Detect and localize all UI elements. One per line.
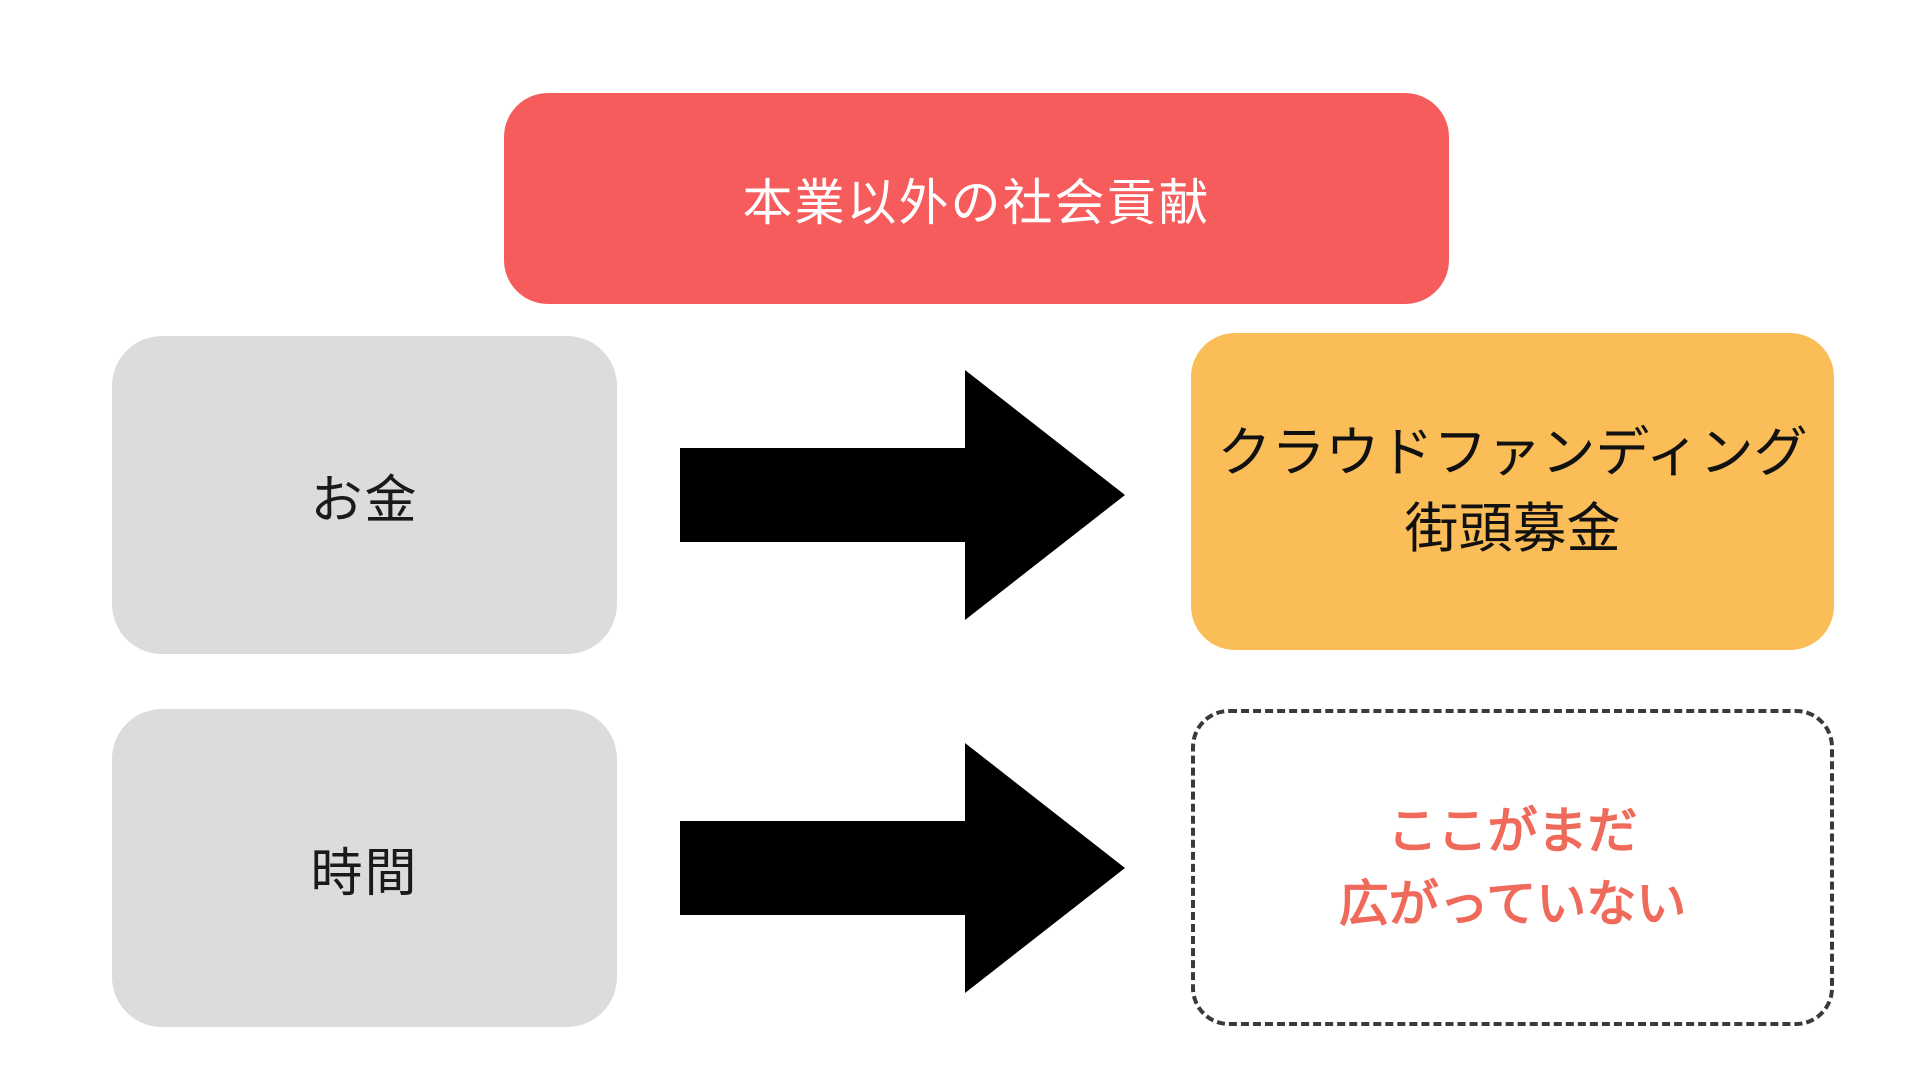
title-label: 本業以外の社会貢献 bbox=[742, 174, 1211, 231]
target-line: 広がっていない bbox=[1338, 875, 1687, 932]
source-box-money: お金 bbox=[112, 336, 617, 654]
source-box-time: 時間 bbox=[112, 709, 617, 1027]
target-line: ここがまだ bbox=[1387, 803, 1638, 859]
target-box-crowdfunding: クラウドファンディング 街頭募金 bbox=[1191, 333, 1834, 650]
right-arrow-icon bbox=[680, 370, 1125, 620]
source-label-money: お金 bbox=[310, 471, 419, 530]
target-line: 街頭募金 bbox=[1404, 498, 1621, 559]
title-box: 本業以外の社会貢献 bbox=[504, 93, 1449, 304]
source-label-time: 時間 bbox=[310, 844, 419, 903]
target-box-not-spread: ここがまだ 広がっていない bbox=[1191, 709, 1834, 1026]
right-arrow-icon bbox=[680, 743, 1125, 993]
target-line: クラウドファンディング bbox=[1217, 422, 1808, 483]
